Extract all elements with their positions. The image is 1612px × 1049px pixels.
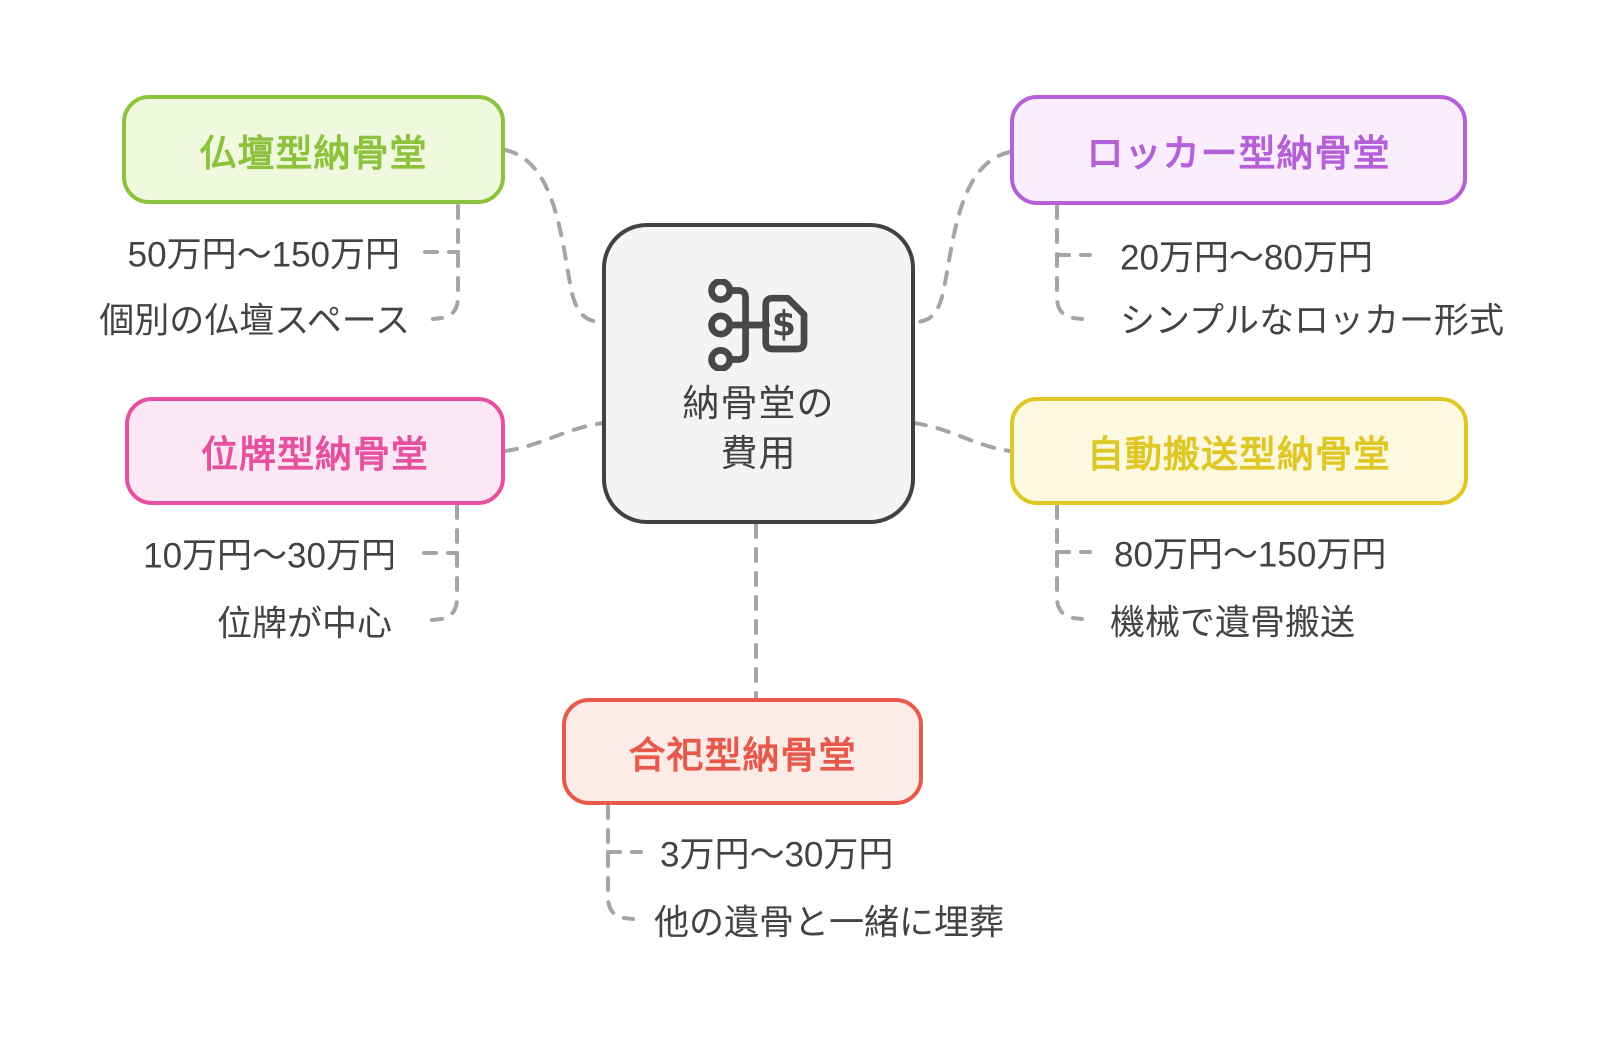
node-jido-box[interactable]: 自動搬送型納骨堂	[1010, 397, 1468, 505]
branch-goshi-stem	[606, 804, 635, 921]
branch-ihai-stem	[430, 504, 459, 622]
ihai-desc-label: 位牌が中心	[216, 604, 392, 644]
center-title-line1: 納骨堂の	[682, 383, 835, 424]
branch-locker-stem	[1055, 204, 1084, 321]
node-goshi-label: 合祀型納骨堂	[628, 734, 857, 776]
node-ihai-box[interactable]: 位牌型納骨堂	[125, 397, 505, 505]
node-goshi-box[interactable]: 合祀型納骨堂	[562, 698, 923, 805]
svg-text:$: $	[771, 305, 795, 345]
connector-center-to-jido	[912, 421, 1012, 453]
node-locker-box[interactable]: ロッカー型納骨堂	[1010, 95, 1467, 205]
branch-jido-stem	[1055, 504, 1084, 621]
node-butsudan-label: 仏壇型納骨堂	[199, 132, 428, 174]
locker-price-label: 20万円〜80万円	[1120, 238, 1373, 278]
goshi-desc-label: 他の遺骨と一緒に埋葬	[654, 903, 1005, 943]
connector-center-to-locker	[912, 150, 1012, 324]
connector-center-to-ihai	[503, 421, 605, 453]
center-title: 納骨堂の 費用	[683, 379, 835, 479]
jido-price-label: 80万円〜150万円	[1114, 535, 1387, 575]
butsudan-desc-label: 個別の仏壇スペース	[99, 301, 410, 341]
jido-desc-label: 機械で遺骨搬送	[1110, 603, 1356, 643]
node-jido-label: 自動搬送型納骨堂	[1087, 434, 1391, 475]
branch-butsudan-stem	[431, 204, 460, 321]
locker-desc-label: シンプルなロッカー形式	[1120, 301, 1504, 341]
butsudan-price-label: 50万円〜150万円	[127, 235, 400, 275]
node-locker-label: ロッカー型納骨堂	[1086, 133, 1391, 174]
center-title-line2: 費用	[720, 433, 797, 474]
ihai-price-label: 10万円〜30万円	[143, 536, 396, 576]
center-node[interactable]: $ 納骨堂の 費用	[602, 223, 915, 524]
node-ihai-label: 位牌型納骨堂	[201, 434, 429, 475]
connector-center-to-butsudan	[503, 148, 605, 324]
goshi-price-label: 3万円〜30万円	[660, 835, 894, 875]
node-butsudan-box[interactable]: 仏壇型納骨堂	[122, 95, 505, 204]
hierarchy-price-tag-icon: $	[707, 279, 807, 371]
